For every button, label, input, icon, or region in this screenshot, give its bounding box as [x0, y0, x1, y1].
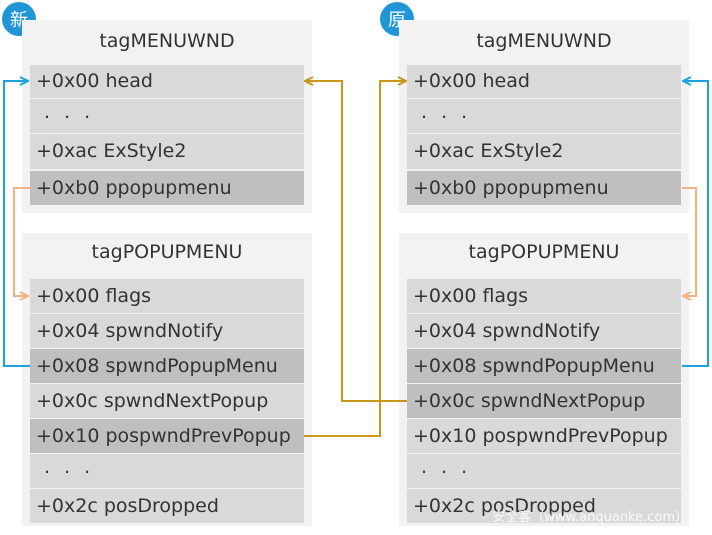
- right-menu-row-head: +0x00 head: [407, 65, 681, 98]
- right-popup-row-spwndpopupmenu: +0x08 spwndPopupMenu: [407, 349, 681, 383]
- cross-pospwndprevpopup-arrow: [304, 81, 406, 437]
- left-popup-row-ellipsis: . . .: [30, 454, 304, 488]
- left-menu-row-head: +0x00 head: [30, 65, 304, 98]
- left-tagmenuwnd-box: tagMENUWND +0x00 head . . . +0xac ExStyl…: [22, 20, 312, 213]
- left-menu-row-ppopupmenu: +0xb0 ppopupmenu: [30, 171, 304, 205]
- left-tagpopupmenu-box: tagPOPUPMENU +0x00 flags +0x04 spwndNoti…: [22, 233, 312, 526]
- left-popup-row-spwndnextpopup: +0x0c spwndNextPopup: [30, 384, 304, 418]
- right-popup-row-spwndnotify: +0x04 spwndNotify: [407, 314, 681, 348]
- left-popup-row-spwndpopupmenu: +0x08 spwndPopupMenu: [30, 349, 304, 383]
- right-popup-row-flags: +0x00 flags: [407, 279, 681, 313]
- left-popup-row-pospwndprevpopup: +0x10 pospwndPrevPopup: [30, 419, 304, 453]
- right-menu-row-ppopupmenu: +0xb0 ppopupmenu: [407, 171, 681, 205]
- watermark: 安全客（www.anquanke.com）: [492, 510, 688, 525]
- right-tagpopupmenu-box: tagPOPUPMENU +0x00 flags +0x04 spwndNoti…: [399, 233, 689, 526]
- right-popup-row-ellipsis: . . .: [407, 454, 681, 488]
- left-popup-row-flags: +0x00 flags: [30, 279, 304, 313]
- right-ppopupmenu-arrow: [682, 187, 697, 296]
- cross-spwndnextpopup-arrow: [305, 81, 407, 402]
- right-popup-row-spwndnextpopup: +0x0c spwndNextPopup: [407, 384, 681, 418]
- left-popup-row-spwndnotify: +0x04 spwndNotify: [30, 314, 304, 348]
- left-tagmenuwnd-title: tagMENUWND: [99, 30, 235, 52]
- left-ppopupmenu-arrow: [13, 187, 30, 296]
- right-tagmenuwnd-title: tagMENUWND: [476, 30, 612, 52]
- left-menu-row-ellipsis: . . .: [30, 99, 304, 133]
- right-popup-row-pospwndprevpopup: +0x10 pospwndPrevPopup: [407, 419, 681, 453]
- right-tagmenuwnd-box: tagMENUWND +0x00 head . . . +0xac ExStyl…: [399, 20, 689, 213]
- right-popup-row-posdropped: +0x2c posDropped: [407, 489, 681, 523]
- left-spwndpopupmenu-arrow: [3, 81, 30, 367]
- left-tagpopupmenu-title: tagPOPUPMENU: [91, 241, 243, 263]
- right-menu-row-exstyle2: +0xac ExStyle2: [407, 134, 681, 169]
- right-spwndpopupmenu-arrow: [682, 81, 709, 367]
- left-menu-row-exstyle2: +0xac ExStyle2: [30, 134, 304, 169]
- right-menu-row-ellipsis: . . .: [407, 99, 681, 133]
- right-tagpopupmenu-title: tagPOPUPMENU: [468, 241, 620, 263]
- left-popup-row-posdropped: +0x2c posDropped: [30, 489, 304, 523]
